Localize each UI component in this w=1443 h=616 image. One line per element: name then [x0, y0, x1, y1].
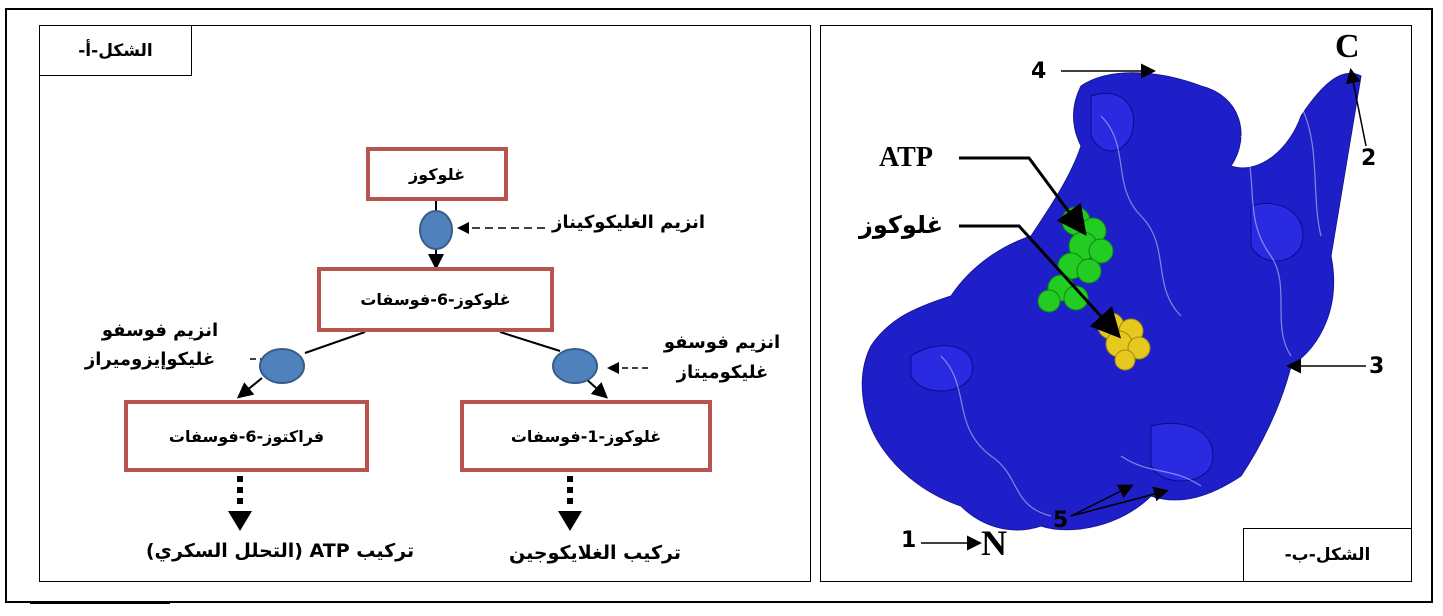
- figure-a-arrows: [228, 201, 648, 531]
- bottom-rule: [30, 603, 170, 604]
- flow-arrow-left: [236, 377, 263, 399]
- flow-arrow-right: [584, 377, 608, 399]
- enzyme-mutase-icon: [552, 348, 598, 384]
- figure-a-label: الشكل-أ-: [40, 26, 192, 76]
- flow-line-left: [304, 331, 366, 354]
- arrow-5b: [1070, 486, 1169, 517]
- enzyme-glucokinase-icon: [419, 210, 453, 250]
- marker-4: 4: [1031, 59, 1047, 84]
- flow-line-right: [499, 331, 561, 352]
- marker-1: 1: [901, 528, 917, 553]
- protein-body: [861, 72, 1362, 531]
- arrow-5a: [1070, 484, 1134, 517]
- atp-label: ATP: [879, 142, 933, 173]
- sheet-a: [1150, 422, 1214, 482]
- figure-b-label: الشكل-ب-: [1243, 528, 1411, 581]
- label-isomerase-1: انزيم فوسفو: [101, 320, 219, 341]
- glucose-label: غلوكوز: [859, 211, 944, 239]
- label-isomerase-2: غليكوإيزوميراز: [84, 349, 216, 370]
- arrow-2: [1345, 68, 1367, 147]
- triangle-left: [228, 511, 252, 531]
- helix-a: [1090, 92, 1135, 152]
- triangle-right: [558, 511, 582, 531]
- marker-2: 2: [1361, 146, 1377, 171]
- atp-pointer: [959, 156, 1087, 236]
- box-glucose: غلوكوز: [366, 147, 508, 201]
- protein-structure: [861, 63, 1367, 551]
- label-mutase-1: انزيم فوسفو: [663, 332, 781, 353]
- figure-a-panel: الشكل-أ- غلوكوز غلوكوز: [39, 25, 811, 582]
- box-fructose-6-phosphate: فراكتوز-6-فوسفات: [124, 400, 369, 472]
- outcome-glycolysis: تركيب ATP (التحلل السكري): [145, 540, 415, 562]
- marker-5: 5: [1053, 508, 1069, 533]
- figure-b-panel: ATP غلوكوز C N 4 2 3 1 5 الشكل-ب-: [820, 25, 1412, 582]
- enzyme-isomerase-icon: [259, 348, 305, 384]
- helix-b: [1250, 202, 1304, 262]
- label-mutase-2: غليكوميتاز: [676, 362, 769, 383]
- box-glucose-6-phosphate: غلوكوز-6-فوسفات: [317, 267, 554, 332]
- marker-3: 3: [1369, 354, 1385, 379]
- outer-frame: [5, 8, 1433, 603]
- glucose-pointer: [959, 224, 1122, 339]
- outcome-glycogen: تركيب الغلايكوجين: [509, 542, 681, 564]
- terminal-n: N: [981, 523, 1007, 563]
- helix-c: [910, 345, 974, 392]
- terminal-c: C: [1335, 28, 1360, 65]
- box-glucose-1-phosphate: غلوكوز-1-فوسفات: [460, 400, 712, 472]
- label-glucokinase: انزيم الغليكوكيناز: [552, 212, 706, 233]
